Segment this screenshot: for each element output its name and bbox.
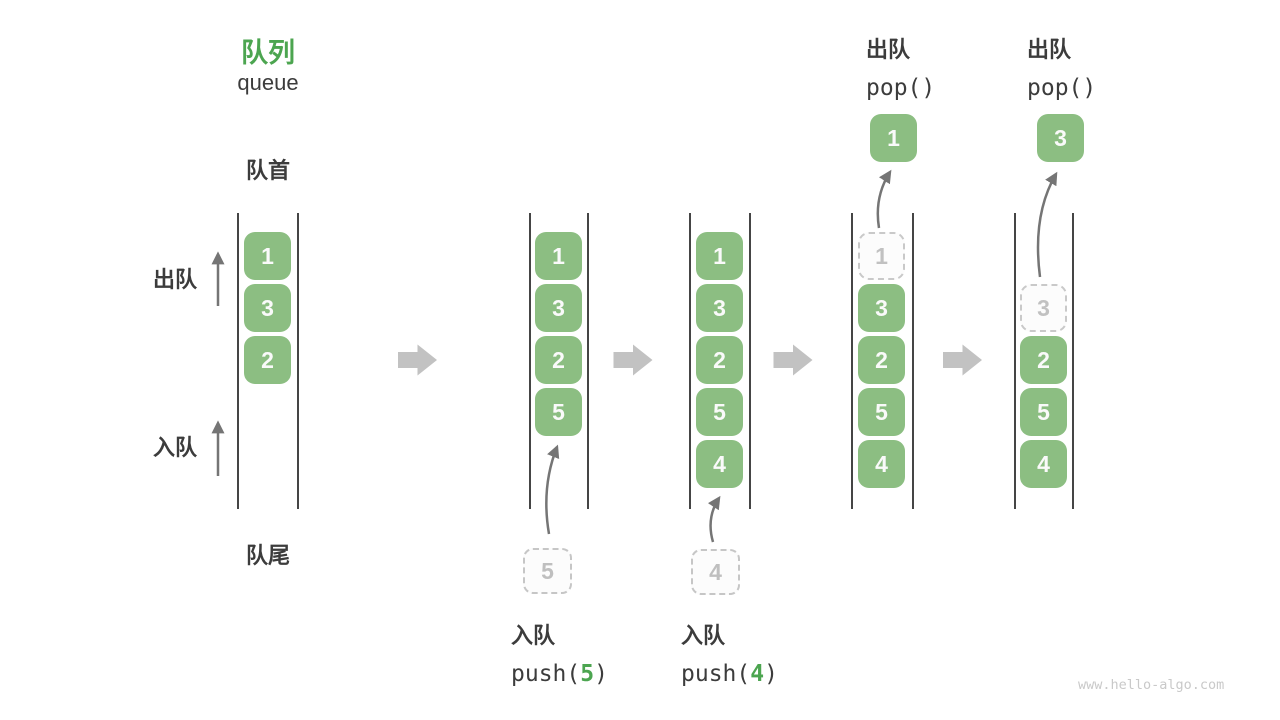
queue-wall (237, 213, 239, 509)
queue-cell: 4 (1020, 440, 1067, 488)
push-4-op-label: 入队 push(4) (681, 618, 778, 687)
pop-1-code-label: pop() (866, 75, 936, 101)
pop-3-op-label: 出队 pop() (1027, 32, 1096, 101)
next-state-arrow-icon (943, 344, 982, 376)
next-state-arrow-icon (613, 344, 653, 376)
queue-cell: 2 (858, 336, 905, 384)
queue-wall (529, 213, 531, 509)
queue-cell: 5 (535, 388, 582, 436)
queue-cell: 3 (535, 284, 582, 332)
queue-cell: 5 (1020, 388, 1067, 436)
queue-cell: 2 (1020, 336, 1067, 384)
incoming-element-5: 5 (523, 548, 572, 594)
push-4-zh-label: 入队 (681, 623, 726, 648)
incoming-element-4: 4 (691, 549, 740, 595)
queue-wall (297, 213, 299, 509)
dequeue-side-label: 出队 (153, 267, 198, 292)
popped-element-1: 1 (870, 114, 917, 162)
queue-cell: 5 (696, 388, 743, 436)
queue-cell: 1 (696, 232, 743, 280)
queue-wall (689, 213, 691, 509)
pop-1-motion-arrow-icon (876, 169, 892, 229)
push-4-code-label: push(4) (681, 661, 778, 687)
queue-cell: 2 (696, 336, 743, 384)
queue-wall (587, 213, 589, 509)
push-5-zh-label: 入队 (511, 623, 556, 648)
diagram-title-en: queue (237, 70, 299, 95)
queue-wall (851, 213, 853, 509)
pop-3-code-label: pop() (1027, 75, 1097, 101)
popped-element-3: 3 (1037, 114, 1084, 162)
queue-cell: 1 (244, 232, 291, 280)
enqueue-side-label: 入队 (153, 435, 198, 460)
diagram-title-zh: 队列 (241, 38, 295, 68)
pop-3-zh-label: 出队 (1027, 37, 1072, 62)
pop-1-op-label: 出队 pop() (866, 32, 935, 101)
next-state-arrow-icon (398, 344, 437, 376)
watermark: www.hello-algo.com (1078, 677, 1225, 693)
push-5-code-label: push(5) (511, 661, 608, 687)
queue-wall (912, 213, 914, 509)
next-state-arrow-icon (773, 344, 813, 376)
queue-cell: 5 (858, 388, 905, 436)
queue-cell: 4 (858, 440, 905, 488)
queue-wall (1072, 213, 1074, 509)
pop-1-zh-label: 出队 (866, 37, 911, 62)
queue-cell: 1 (535, 232, 582, 280)
queue-wall (1014, 213, 1016, 509)
queue-cell-ghost: 1 (858, 232, 905, 280)
queue-cell: 3 (244, 284, 291, 332)
queue-cell: 4 (696, 440, 743, 488)
queue-rear-label: 队尾 (245, 543, 290, 568)
queue-cell: 2 (535, 336, 582, 384)
push-5-op-label: 入队 push(5) (511, 618, 608, 687)
queue-front-label: 队首 (245, 158, 290, 183)
queue-wall (749, 213, 751, 509)
queue-cell-ghost: 3 (1020, 284, 1067, 332)
queue-cell: 2 (244, 336, 291, 384)
queue-cell: 3 (696, 284, 743, 332)
queue-cell: 3 (858, 284, 905, 332)
